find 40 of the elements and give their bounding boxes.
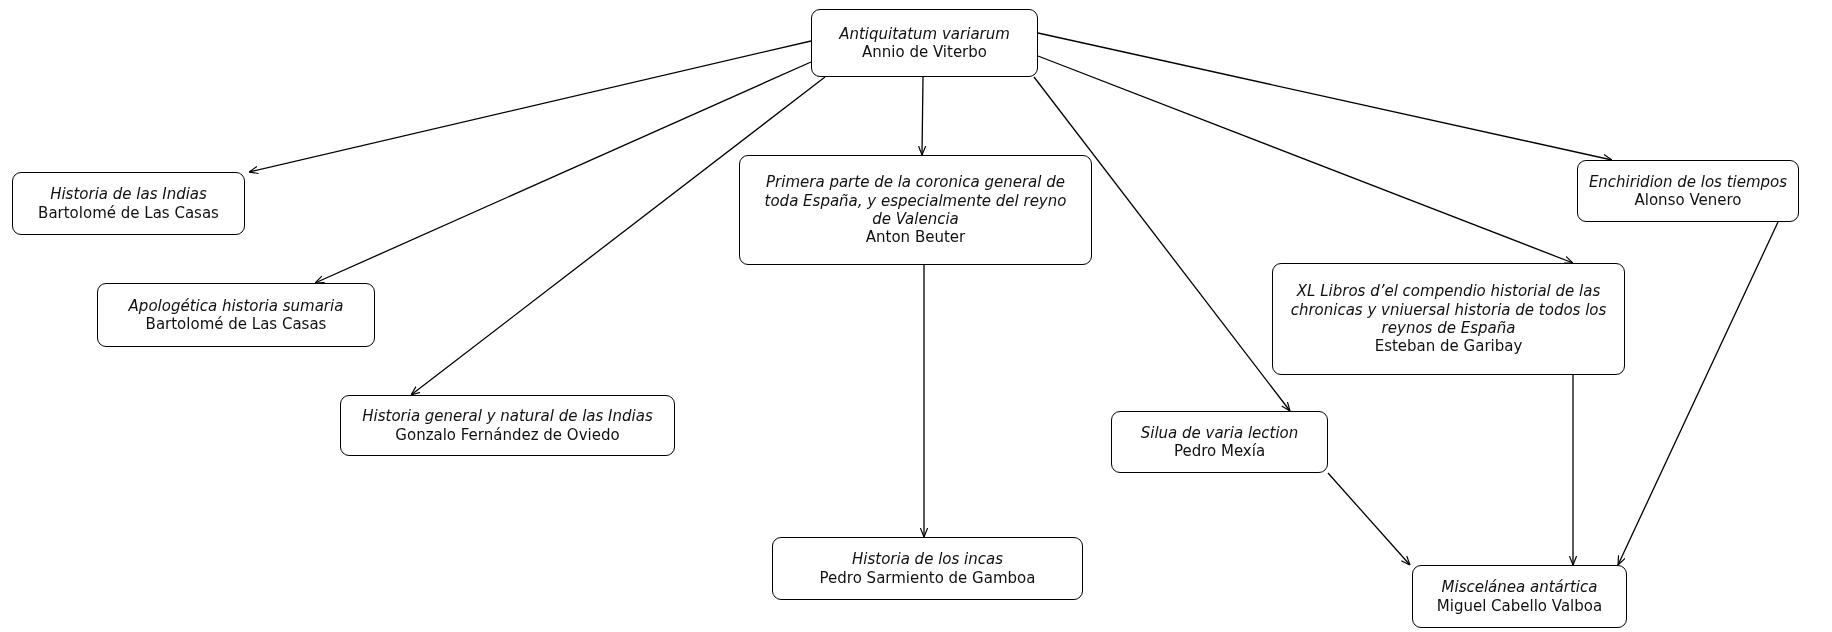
book-title: Silua de varia lection — [1140, 423, 1299, 442]
author-name: Pedro Mexía — [1173, 442, 1266, 461]
author-name: Gonzalo Fernández de Oviedo — [395, 425, 620, 444]
arrow — [1568, 374, 1578, 566]
arrow — [410, 76, 826, 396]
book-title: Antiquitatum variarum — [839, 24, 1010, 43]
arrow — [1327, 472, 1411, 566]
arrow — [917, 76, 927, 156]
book-title: Primera parte de la coronica general de toda España, y especialmente del reyno de Valencia — [763, 173, 1068, 229]
book-title: Miscelánea antártica — [1441, 578, 1598, 597]
arrow — [1617, 221, 1779, 566]
arrow — [314, 61, 812, 284]
book-title: Apologética historia sumaria — [128, 296, 344, 315]
book-box — [1272, 263, 1625, 375]
book-box — [1412, 565, 1627, 628]
book-box — [340, 395, 675, 456]
book-box — [811, 9, 1038, 77]
author-name: Esteban de Garibay — [1374, 337, 1523, 356]
author-name: Alonso Venero — [1634, 191, 1742, 210]
author-name: Miguel Cabello Valboa — [1436, 596, 1603, 615]
book-box — [1111, 411, 1328, 473]
book-title: XL Libros d’el compendio historial de las chronicas y vniuersal historia de todos los reynos de España — [1289, 282, 1608, 338]
book-box — [1577, 160, 1799, 222]
book-box — [12, 172, 245, 235]
arrow — [1033, 76, 1291, 412]
book-title: Enchiridion de los tiempos — [1588, 172, 1788, 191]
book-box — [97, 283, 375, 347]
author-name: Bartolomé de Las Casas — [145, 315, 327, 334]
book-title: Historia de los incas — [852, 550, 1003, 569]
arrow — [1037, 55, 1574, 264]
author-name: Anton Beuter — [865, 228, 966, 247]
author-name: Annio de Viterbo — [862, 43, 987, 62]
book-title: Historia de las Indias — [50, 185, 207, 204]
book-title: Historia general y natural de las Indias — [362, 407, 653, 426]
book-box — [772, 537, 1083, 600]
arrow — [919, 264, 929, 538]
author-name: Bartolomé de Las Casas — [38, 203, 219, 222]
arrow — [248, 40, 812, 175]
author-name: Pedro Sarmiento de Gamboa — [819, 568, 1036, 587]
book-box — [739, 155, 1092, 265]
